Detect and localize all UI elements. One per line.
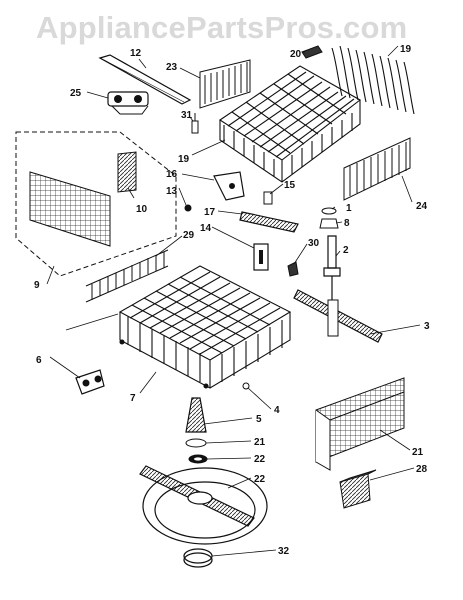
callout-1: 1: [346, 203, 352, 214]
callout-23: 21: [254, 437, 266, 448]
part-2-tube: [323, 235, 341, 300]
callout-14: 14: [200, 223, 212, 234]
lower-sump-base: [142, 467, 268, 545]
part-7-lower-rack: [118, 265, 292, 389]
accessory-box: [15, 131, 177, 277]
part-30-clip: [287, 261, 299, 277]
part-28-caddy: [339, 469, 377, 509]
part-4-nut: [242, 382, 250, 390]
callout-24: 22: [254, 454, 266, 465]
callout-28: 28: [416, 464, 428, 475]
callout-2: 2: [343, 245, 349, 256]
callout-9: 9: [34, 280, 40, 291]
part-9-insert: [29, 171, 111, 247]
watermark: AppliancePartsPros.com: [36, 10, 408, 45]
callout-21: 21: [412, 447, 424, 458]
part-23-washer: [185, 438, 207, 448]
callout-8: 8: [344, 218, 350, 229]
callout-31: 31: [181, 110, 193, 121]
part-13-screw: [184, 204, 192, 212]
callout-5: 5: [256, 414, 262, 425]
callout-3: 3: [424, 321, 430, 332]
callout-32: 32: [278, 546, 290, 557]
callout-25: 23: [166, 62, 178, 73]
part-20-clip: [301, 45, 323, 59]
callout-6: 6: [36, 355, 42, 366]
part-15-hub: [263, 191, 273, 205]
part-12-rail: [98, 54, 192, 105]
callout-13: 13: [166, 186, 178, 197]
part-27-roller: [107, 91, 149, 115]
callout-22: 22: [254, 474, 266, 485]
part-17-upper-arm: [239, 211, 299, 233]
part-14-manifold: [253, 243, 269, 271]
callout-16: 16: [166, 169, 178, 180]
part-19-tines: [331, 45, 415, 115]
part-24-washer: [188, 454, 208, 464]
leader-lines: [46, 45, 421, 557]
callout-20: 20: [290, 49, 302, 60]
callout-26: 24: [416, 201, 428, 212]
part-26-tine-row: [343, 137, 411, 201]
part-6-roller: [75, 369, 105, 395]
callout-12: 12: [130, 48, 142, 59]
callout-29: 29: [183, 230, 195, 241]
callout-30: 30: [308, 238, 320, 249]
callout-19: 19: [400, 44, 412, 55]
part-5-tube: [185, 397, 207, 433]
callout-15: 15: [284, 180, 296, 191]
part-3-middle-arm: [293, 289, 383, 343]
callout-4: 4: [274, 405, 280, 416]
part-25-tine-row: [199, 59, 251, 109]
part-21-basket: [315, 377, 405, 471]
callout-7: 7: [130, 393, 136, 404]
callout-labels: 12 25 23 31 19 20 19 24 16 13 15 17 14 1…: [34, 44, 430, 557]
part-16-bracket: [213, 171, 245, 201]
part-10-basket: [117, 151, 137, 193]
part-8-nut: [319, 218, 339, 229]
callout-10: 10: [136, 204, 148, 215]
callout-17: 17: [204, 207, 216, 218]
part-29-tine-row: [85, 249, 169, 303]
part-1-washer: [321, 207, 337, 215]
callout-27: 25: [70, 88, 82, 99]
part-32-ring: [183, 548, 213, 568]
part-31-clip: [191, 113, 199, 134]
callout-18: 19: [178, 154, 190, 165]
part-18-upper-rack: [219, 65, 361, 183]
